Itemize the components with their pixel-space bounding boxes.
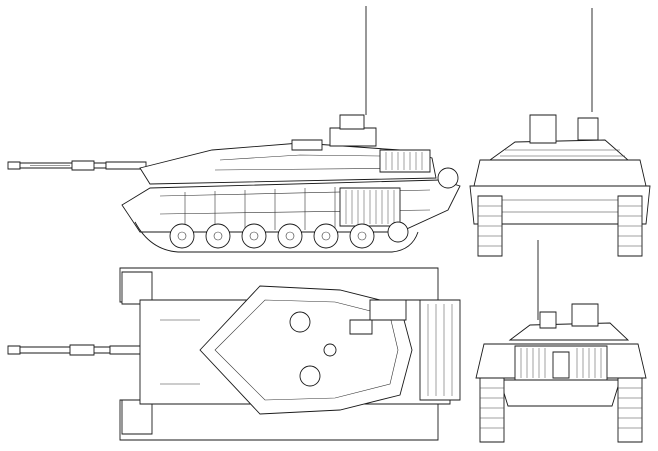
front-hull	[470, 160, 650, 224]
side-view	[8, 6, 460, 252]
side-gun-barrel	[8, 161, 146, 170]
top-turret	[200, 286, 412, 414]
top-view	[8, 268, 460, 440]
rear-turret	[510, 304, 628, 340]
top-gun-barrel	[8, 345, 150, 355]
side-turret	[140, 115, 436, 184]
front-tracks	[478, 196, 642, 256]
rear-tracks	[480, 378, 642, 442]
side-track	[135, 222, 418, 252]
side-hull	[122, 168, 460, 232]
rear-view	[476, 240, 646, 442]
front-turret	[490, 115, 628, 176]
front-view	[470, 8, 650, 256]
rear-hull	[476, 344, 646, 406]
